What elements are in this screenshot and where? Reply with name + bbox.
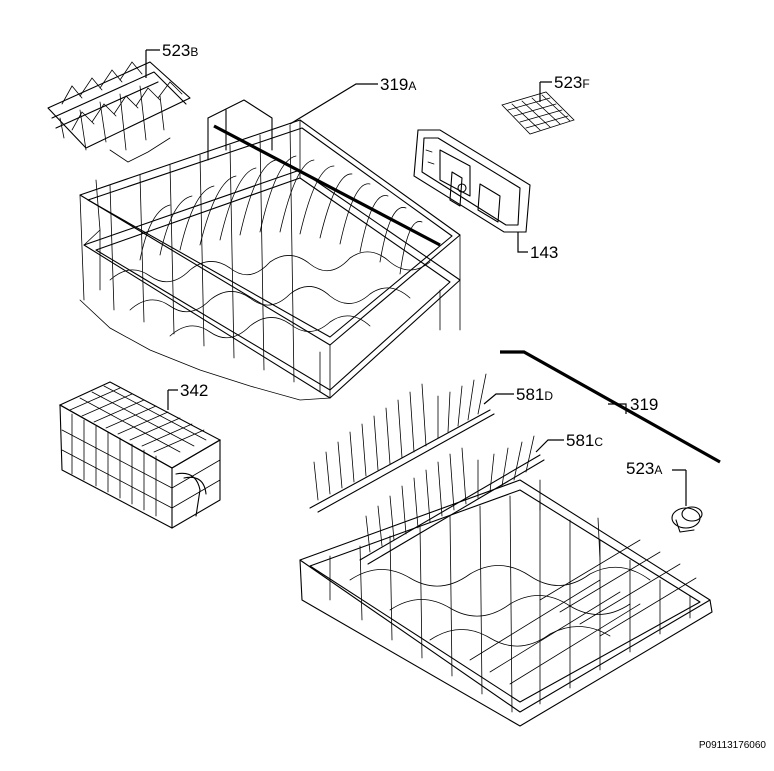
label-581d-suffix: D: [544, 389, 553, 403]
part-581d-tine-row: [309, 373, 495, 513]
part-523f-clip: [501, 91, 575, 135]
svg-text:319A: 319A: [380, 75, 416, 94]
part-342-cutlery-basket: [58, 381, 222, 529]
label-581c: 581C: [535, 431, 603, 453]
part-523b-cup-shelf: [47, 61, 191, 163]
svg-text:581C: 581C: [566, 431, 603, 450]
part-581c-tine-row: [359, 435, 545, 565]
label-581d: 581D: [483, 385, 553, 405]
label-319: 319: [608, 395, 658, 414]
label-581c-main: 581: [566, 431, 594, 450]
label-143-text: 143: [530, 243, 558, 262]
drawing-code: P09113176060: [699, 740, 767, 751]
label-523a-suffix: A: [654, 463, 662, 477]
part-523a-wheel: [671, 506, 703, 533]
part-143-rack-adjuster: [413, 129, 531, 233]
label-581c-suffix: C: [594, 435, 603, 449]
label-319a-main: 319: [380, 75, 408, 94]
svg-text:581D: 581D: [516, 385, 553, 404]
label-342: 342: [167, 381, 208, 410]
label-523a-main: 523: [626, 459, 654, 478]
label-581d-main: 581: [516, 385, 544, 404]
lower-basket: [299, 479, 713, 727]
label-523f-suffix: F: [582, 77, 589, 91]
svg-text:523F: 523F: [554, 73, 590, 92]
part-319a-upper-basket: [79, 99, 461, 401]
label-319a-suffix: A: [408, 79, 416, 93]
label-342-text: 342: [180, 381, 208, 400]
label-523b-suffix: B: [190, 45, 198, 59]
label-523f-main: 523: [554, 73, 582, 92]
label-523a: 523A: [626, 459, 687, 506]
part-319-lower-bar: [500, 350, 721, 464]
label-319-text: 319: [630, 395, 658, 414]
svg-text:523B: 523B: [162, 41, 198, 60]
label-143: 143: [517, 232, 558, 262]
label-523f: 523F: [539, 73, 590, 102]
svg-text:523A: 523A: [626, 459, 662, 478]
label-523b: 523B: [145, 41, 198, 78]
label-319a: 319A: [289, 75, 416, 125]
label-523b-main: 523: [162, 41, 190, 60]
